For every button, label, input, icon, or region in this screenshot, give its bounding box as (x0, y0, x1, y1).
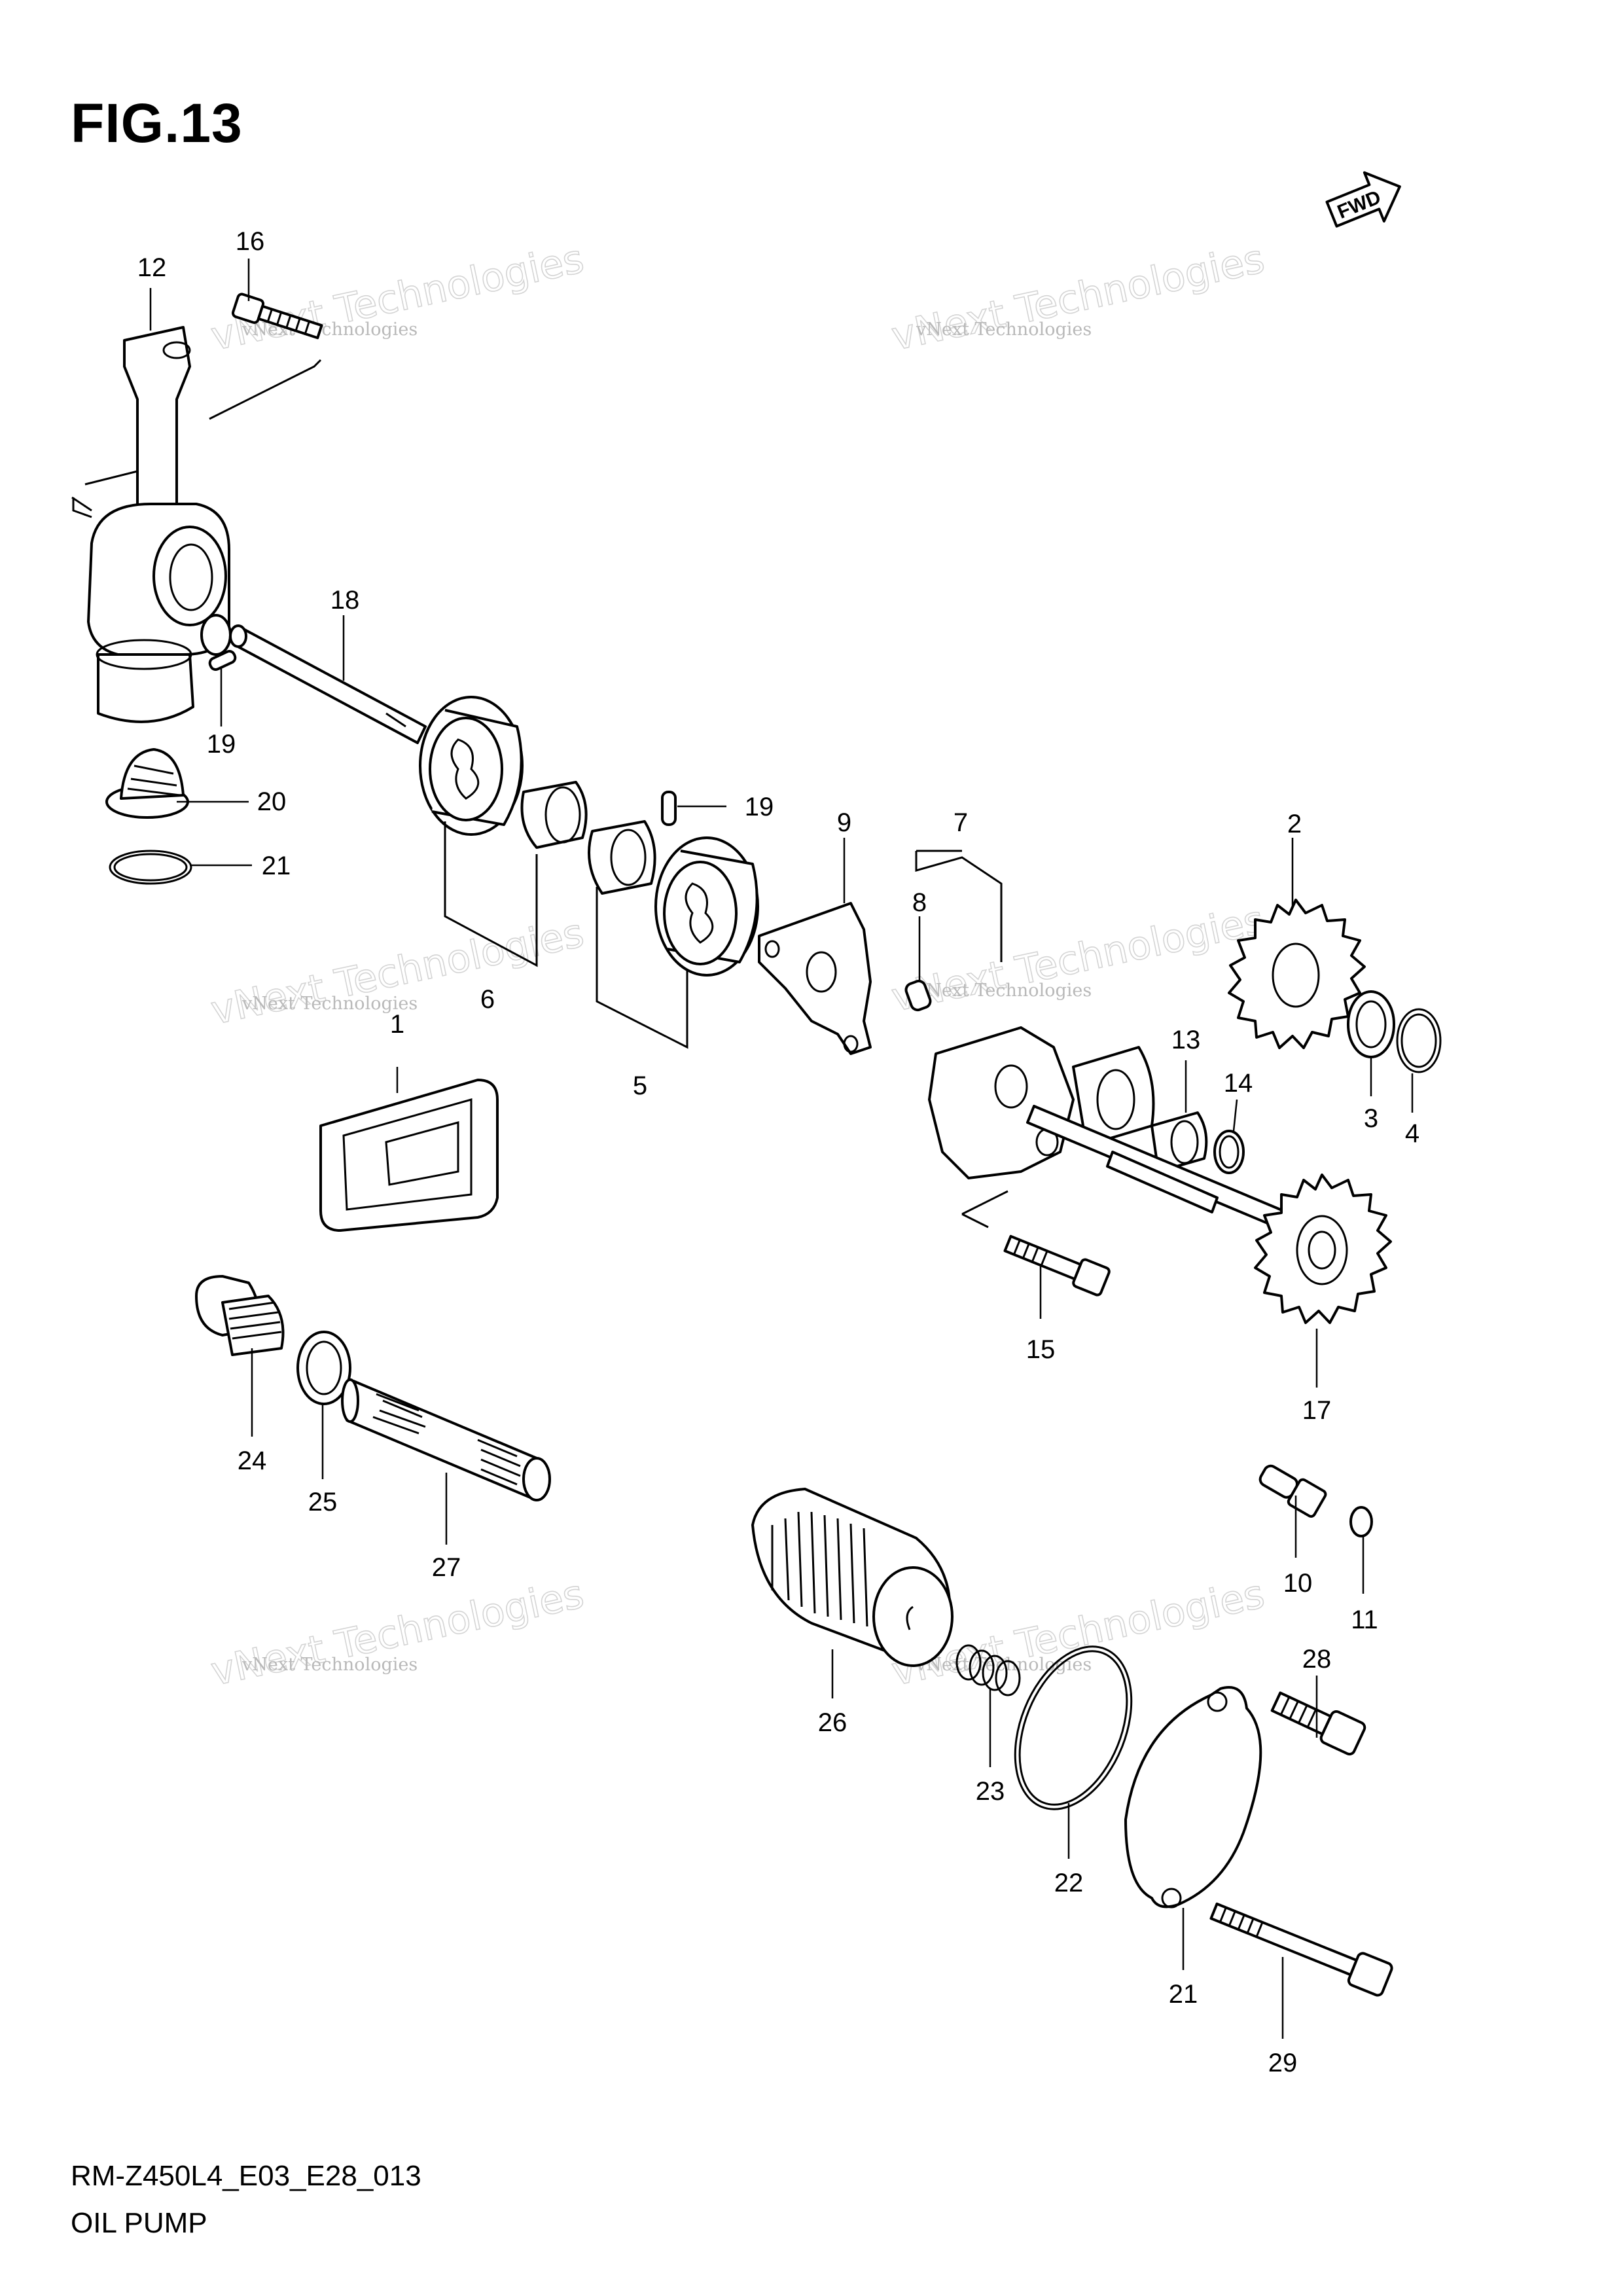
callout-labels: 12 16 18 19 20 21 19 9 7 8 2 3 4 6 5 1 1… (137, 227, 1419, 2077)
part-16-bolt (231, 293, 323, 340)
callout-2: 2 (1287, 810, 1302, 838)
callout-21: 21 (262, 852, 291, 880)
part-28-screen-filter (341, 1378, 551, 1501)
watermark-large: vNext Technologies (887, 236, 1268, 360)
callout-18: 18 (330, 586, 360, 615)
part-12-strainer-pipe (87, 326, 230, 723)
callout-10: 10 (1283, 1569, 1313, 1598)
part-15-bolt (1003, 1234, 1111, 1297)
pump-shaft-collar (1106, 1151, 1219, 1213)
callout-1: 1 (390, 1010, 404, 1039)
part-20-strainer-cap (105, 748, 189, 819)
watermark-small: vNext Technologies (916, 319, 1092, 340)
callout-5: 5 (633, 1071, 647, 1100)
callout-27: 26 (818, 1708, 847, 1737)
reference-line-7 (915, 851, 1003, 962)
watermark-top-center: vNext Technologies vNext Technologies (887, 236, 1269, 361)
callout-28: 27 (432, 1553, 461, 1582)
callout-14: 14 (1224, 1069, 1253, 1098)
callout-11: 11 (1351, 1605, 1378, 1634)
watermark-small: vNext Technologies (916, 1655, 1092, 1675)
watermark-small: vNext Technologies (241, 994, 418, 1014)
leader-lines (149, 259, 1414, 2039)
model-code: RM-Z450L4_E03_E28_013 (71, 2160, 421, 2192)
part-9-pump-plate (758, 902, 872, 1055)
callout-19-left: 19 (207, 730, 236, 759)
part-21-circlip (109, 850, 192, 885)
callout-19-center: 19 (745, 793, 774, 821)
watermark-mid-center: vNext Technologies vNext Technologies (887, 897, 1269, 1022)
part-10-oil-jet (1258, 1464, 1327, 1518)
watermark-large: vNext Technologies (207, 1571, 588, 1695)
part-6-rotor-set (419, 696, 588, 849)
reference-line-12 (71, 359, 322, 512)
part-5-rotor-set (588, 820, 759, 977)
part-3-washer (1347, 990, 1395, 1058)
callout-7: 7 (954, 808, 968, 837)
callout-13: 13 (1171, 1026, 1201, 1054)
callout-3: 3 (1364, 1104, 1378, 1133)
part-18-shaft (229, 624, 427, 744)
section-name: OIL PUMP (71, 2207, 207, 2239)
watermark-group: vNext Technologies vNext Technologies vN… (207, 236, 1269, 1696)
reference-line-6 (444, 821, 538, 967)
part-24-spring (955, 1644, 1021, 1696)
reference-line-12b (72, 497, 92, 518)
callout-22: 21 (1169, 1980, 1198, 2009)
reference-line-5 (596, 887, 688, 1049)
reference-line-15 (961, 1190, 1008, 1229)
part-8-dowel (904, 979, 932, 1012)
part-4-circlip (1396, 1008, 1442, 1073)
watermark-small: vNext Technologies (916, 980, 1092, 1001)
callout-17: 17 (1302, 1396, 1332, 1425)
watermark-small: vNext Technologies (241, 1655, 418, 1675)
part-2-gear (1228, 899, 1366, 1049)
callout-29: 28 (1302, 1645, 1332, 1674)
part-27-oil-filter (751, 1488, 954, 1667)
part-26-washer (296, 1331, 351, 1405)
part-7-pump-body (928, 1026, 1155, 1179)
callout-26: 25 (308, 1488, 338, 1516)
part-25-drain-plug (195, 1275, 285, 1356)
callout-20: 20 (257, 787, 287, 816)
watermark-large: vNext Technologies (887, 897, 1268, 1021)
callout-4: 4 (1405, 1119, 1419, 1148)
callout-8: 8 (912, 888, 927, 917)
callout-15: 15 (1026, 1335, 1056, 1364)
part-19-pin-center (661, 791, 677, 826)
fwd-arrow-icon: FWD (1325, 171, 1401, 228)
callout-9: 9 (837, 808, 851, 837)
callout-25: 24 (238, 1446, 267, 1475)
part-29-bolt (1270, 1691, 1366, 1756)
part-13-bushing (1150, 1111, 1208, 1173)
callout-24: 23 (976, 1777, 1005, 1806)
part-1-gasket (319, 1079, 499, 1232)
part-11-o-ring (1349, 1506, 1373, 1537)
part-17-gear (1254, 1174, 1392, 1324)
part-22-filter-cap (1124, 1686, 1262, 1909)
callout-6: 6 (480, 985, 495, 1014)
callout-23: 22 (1054, 1869, 1084, 1897)
figure-title: FIG.13 (71, 92, 243, 154)
part-30-bolt (1209, 1902, 1393, 1997)
callout-16: 16 (236, 227, 265, 256)
watermark-bottom-left: vNext Technologies vNext Technologies (207, 1571, 588, 1696)
callout-12: 12 (137, 253, 167, 282)
callout-30: 29 (1268, 2049, 1298, 2077)
part-23-o-ring (1014, 1645, 1133, 1810)
part-washer-near-12 (200, 614, 232, 656)
